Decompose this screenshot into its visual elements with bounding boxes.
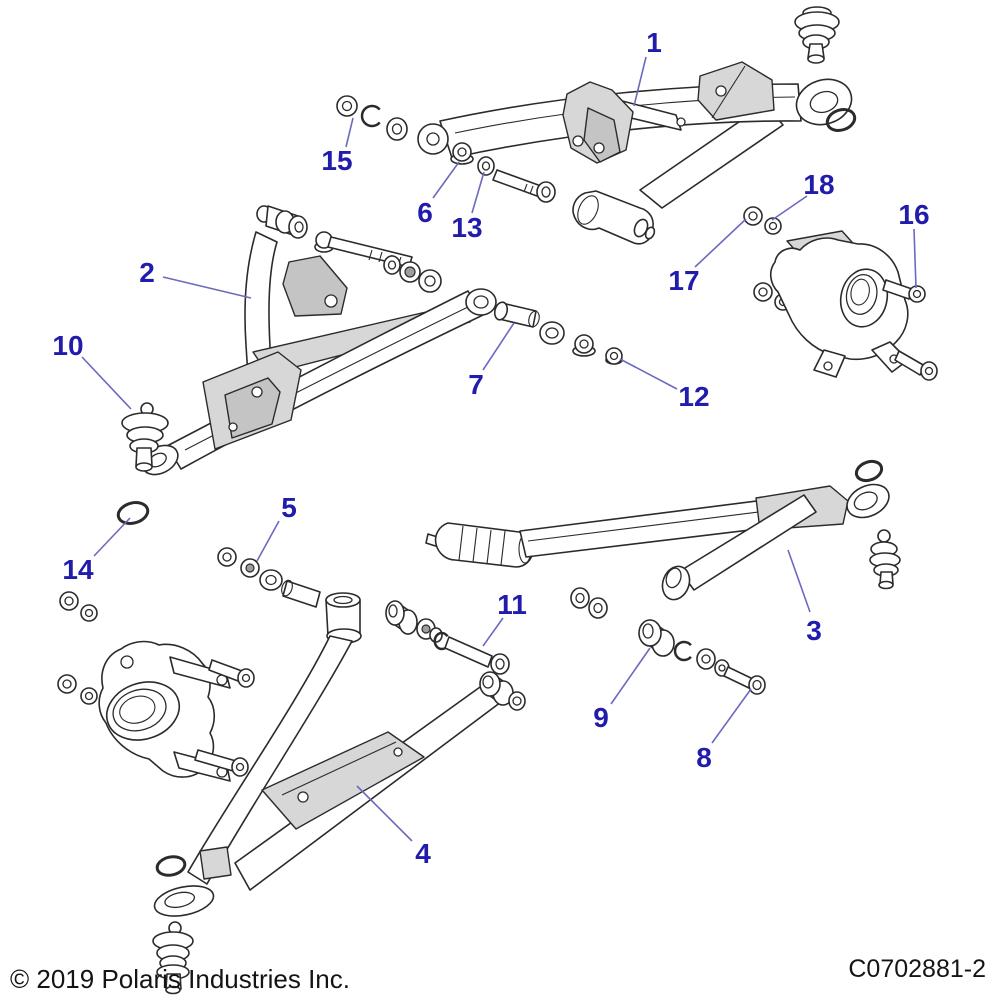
knuckle-bolt-lower: [194, 749, 249, 777]
callout-10: 10: [52, 330, 83, 361]
pivot-bushing-tube: [572, 190, 656, 245]
knuckle-bolt-upper: [208, 659, 255, 688]
callout-leader-13: [471, 171, 485, 214]
callout-5: 5: [281, 492, 297, 523]
mount-bracket-right: [697, 61, 775, 121]
bushing-tube: [385, 600, 418, 635]
callout-11: 11: [497, 589, 527, 620]
callout-3: 3: [806, 615, 822, 646]
callout-leader-9: [610, 647, 651, 705]
rear-pivot-bolt: [479, 671, 526, 711]
ball-joint-upper-left: [121, 402, 169, 472]
steering-knuckle-right: [743, 206, 938, 381]
hardware-row-9-8: [638, 619, 766, 695]
link-11: [385, 600, 510, 675]
steering-knuckle-left: [57, 591, 255, 782]
bolt-6: [492, 169, 556, 203]
callout-12: 12: [678, 381, 709, 412]
snap-ring-9: [673, 640, 692, 662]
hardware-row-5: [217, 547, 362, 644]
callout-leader-18: [771, 195, 808, 221]
hardware-row-7-12: [493, 301, 623, 365]
callout-leader-2: [162, 276, 252, 299]
callout-leader-1: [633, 56, 647, 107]
upper-pivot: [256, 205, 308, 239]
callout-18: 18: [803, 169, 834, 200]
bushing-9: [638, 619, 675, 657]
callout-leader-8: [711, 688, 752, 744]
callout-9: 9: [593, 702, 609, 733]
callout-16: 16: [898, 199, 929, 230]
callout-14: 14: [62, 554, 94, 585]
callout-leader-12: [619, 358, 678, 390]
gusset-mid: [282, 255, 348, 317]
bolt-8: [723, 666, 766, 695]
part-number: C0702881-2: [848, 955, 986, 983]
callout-leader-7: [482, 322, 515, 371]
callout-leader-14: [93, 517, 131, 557]
callout-7: 7: [468, 369, 484, 400]
knuckle-bolt-lower: [894, 350, 938, 381]
callout-17: 17: [668, 265, 699, 296]
callout-15: 15: [321, 145, 352, 176]
o-ring-lower-left: [155, 855, 187, 877]
callout-leader-16: [913, 228, 917, 289]
callout-1: 1: [646, 27, 662, 58]
upper-control-arm-right: [417, 6, 857, 245]
callout-leader-5: [256, 520, 280, 562]
ball-joint-lower-left: [152, 921, 194, 995]
callout-6: 6: [417, 197, 433, 228]
callout-leader-10: [81, 356, 132, 410]
lower-control-arm-right: [425, 459, 901, 619]
o-ring-lower-right: [854, 459, 884, 483]
upper-control-arm-left: [116, 205, 497, 525]
knuckle-bolt-upper: [882, 279, 926, 303]
callout-4: 4: [415, 838, 431, 869]
ball-joint-lower-right: [869, 529, 901, 590]
callout-leader-6: [432, 161, 460, 199]
callout-2: 2: [139, 257, 155, 288]
copyright-text: © 2019 Polaris Industries Inc.: [10, 964, 350, 994]
callout-leader-17: [694, 218, 747, 268]
o-ring-upper-right: [825, 108, 857, 132]
callout-13: 13: [451, 212, 482, 243]
o-ring-14: [116, 501, 150, 525]
lower-control-arm-left: [152, 635, 526, 995]
callout-leader-15: [345, 117, 354, 148]
callout-leader-3: [787, 549, 811, 613]
callout-leader-4: [356, 785, 413, 842]
bumper: [434, 522, 534, 568]
snap-ring-15: [360, 104, 381, 128]
ball-joint-upper-right: [794, 6, 840, 64]
callout-8: 8: [696, 742, 712, 773]
hardware-upper-arm-right: [336, 95, 556, 203]
callout-leader-11: [482, 617, 504, 647]
